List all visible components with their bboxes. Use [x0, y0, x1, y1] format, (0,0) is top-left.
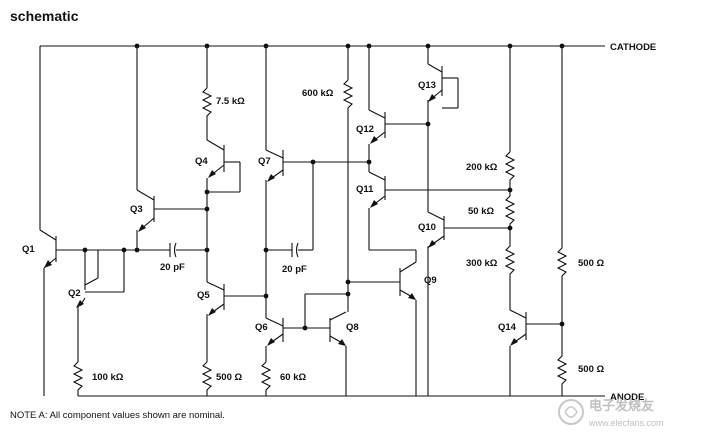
transistor-q12	[368, 109, 428, 172]
transistor-q7	[263, 43, 369, 296]
resistor-200k	[504, 151, 516, 190]
transistor-q1	[39, 46, 85, 396]
label-r-200k: 200 kΩ	[466, 162, 498, 173]
note-text: NOTE A: All component values shown are n…	[10, 410, 225, 421]
resistor-500-top	[556, 247, 568, 324]
label-q1: Q1	[22, 244, 35, 255]
label-anode: ANODE	[610, 392, 644, 403]
label-q8: Q8	[346, 322, 359, 333]
transistor-q8	[329, 311, 347, 396]
label-q6: Q6	[255, 322, 268, 333]
resistor-100k	[72, 361, 84, 396]
label-q5: Q5	[197, 290, 210, 301]
transistor-q2	[76, 250, 125, 362]
resistor-50k	[504, 190, 516, 228]
label-r-7-5k: 7.5 kΩ	[216, 96, 245, 107]
label-q11: Q11	[356, 184, 374, 195]
label-r-100k: 100 kΩ	[92, 372, 124, 383]
transistor-q4	[206, 139, 241, 209]
resistor-600k	[342, 79, 354, 312]
transistor-q14	[509, 309, 562, 396]
label-q3: Q3	[130, 204, 143, 215]
label-r-600k: 600 kΩ	[302, 88, 334, 99]
label-q4: Q4	[195, 156, 208, 167]
transistor-q13	[427, 63, 459, 124]
page-title: schematic	[10, 8, 79, 24]
label-cathode: CATHODE	[610, 42, 656, 53]
capacitor-c2	[266, 162, 314, 258]
label-r-500-q5: 500 Ω	[216, 372, 242, 383]
svg-text:www.elecfans.com: www.elecfans.com	[588, 418, 664, 428]
resistor-7-5k	[201, 87, 213, 140]
label-q10: Q10	[418, 222, 436, 233]
resistor-500-bottom	[556, 324, 568, 396]
label-q12: Q12	[356, 124, 374, 135]
transistor-q9	[399, 250, 417, 396]
transistor-q11	[368, 171, 510, 251]
resistor-60k	[260, 361, 272, 396]
transistor-q6	[265, 296, 330, 362]
transistor-q5	[206, 281, 266, 362]
label-c2: 20 pF	[282, 264, 307, 275]
label-q13: Q13	[418, 80, 436, 91]
resistor-300k	[504, 228, 516, 310]
label-r-300k: 300 kΩ	[466, 258, 498, 269]
label-r-500-bottom: 500 Ω	[578, 364, 604, 375]
transistor-q3	[136, 46, 207, 250]
label-r-60k: 60 kΩ	[280, 372, 306, 383]
label-c1: 20 pF	[160, 262, 185, 273]
label-q2: Q2	[68, 288, 81, 299]
label-q14: Q14	[498, 322, 517, 333]
svg-text:电子发烧友: 电子发烧友	[589, 398, 654, 413]
watermark-logo: 电子发烧友 www.elecfans.com	[558, 398, 664, 428]
label-r-50k: 50 kΩ	[468, 206, 494, 217]
label-q9: Q9	[424, 275, 437, 286]
transistor-q10	[427, 211, 510, 396]
resistor-500-q5	[201, 361, 213, 396]
label-r-500-top: 500 Ω	[578, 258, 604, 269]
label-q7: Q7	[258, 156, 271, 167]
capacitor-c1	[169, 242, 207, 258]
